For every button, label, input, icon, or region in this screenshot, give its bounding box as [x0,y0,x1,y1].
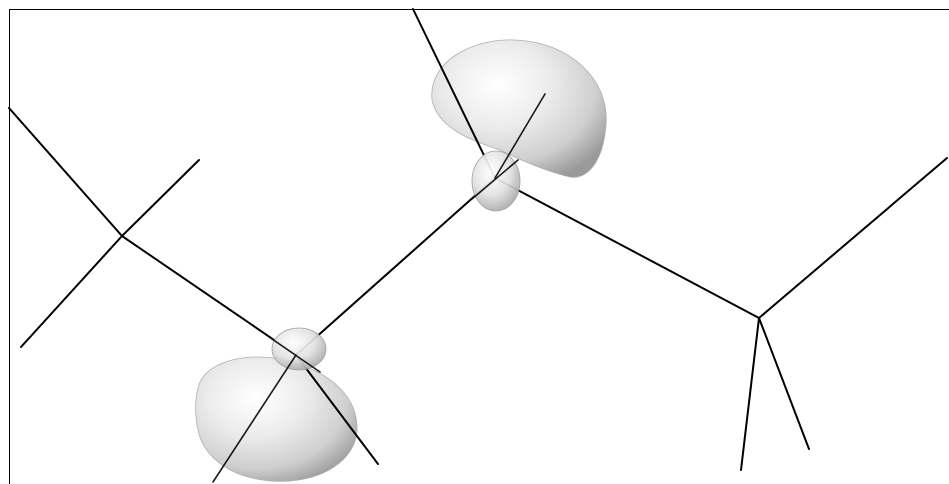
bond-top-to-upper-atom [412,8,496,179]
orbital-lobe-upper-large [431,39,607,178]
bond-left-upper [8,107,123,237]
bond-lower-to-right-down [295,354,379,465]
orbital-lobe-lower-small [271,327,327,371]
orbital-lobe-lower-large [195,356,358,482]
bond-lower-atom-to-bottom [212,354,297,483]
bond-left-branch-down [20,235,123,348]
molecular-bonds [8,8,948,471]
bond-lower-atom-segment [271,338,321,373]
bond-right-down-right [758,317,810,450]
bond-lower-to-upper-atom [295,177,496,356]
bond-right-up [758,157,948,319]
bond-left-to-lower-atom [121,235,297,356]
bond-upper-to-right-branch [494,177,760,319]
bond-upper-atom-to-tip [494,93,546,179]
bond-left-branch-up [121,159,200,237]
bond-upper-atom-segment [471,159,519,200]
bonds-through-orbitals [212,93,546,483]
bond-right-down-left [740,317,760,471]
viewport-frame [9,9,949,484]
orbital-lobe-upper-small [471,150,521,212]
